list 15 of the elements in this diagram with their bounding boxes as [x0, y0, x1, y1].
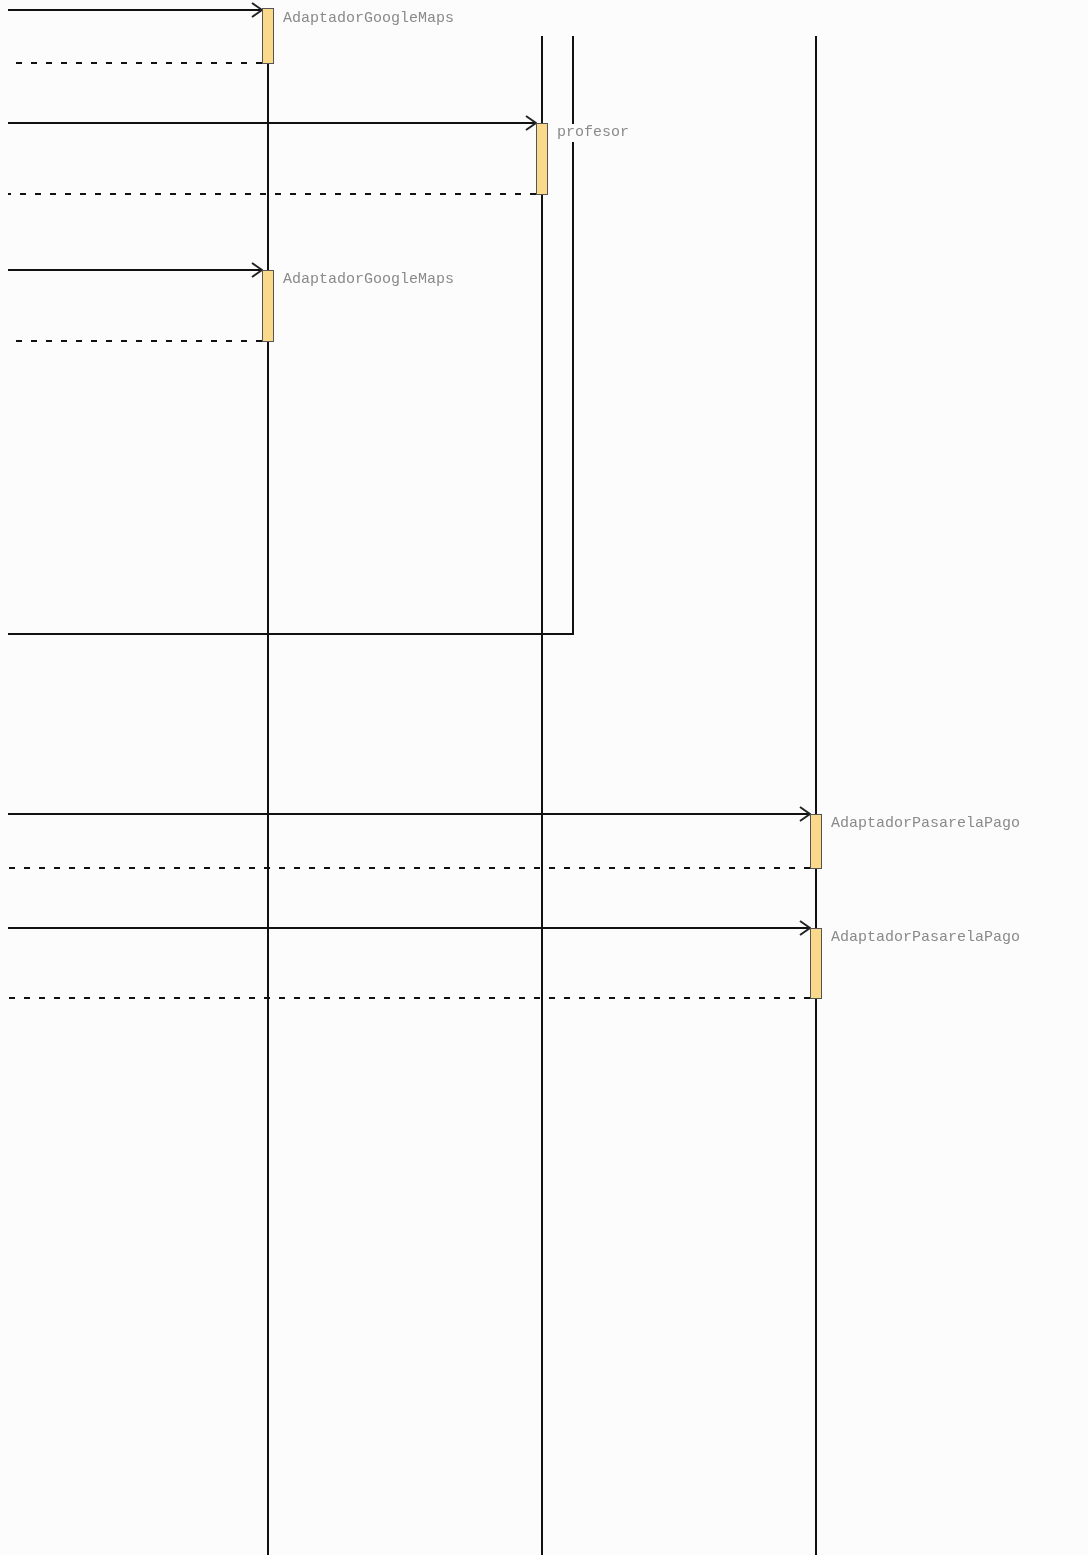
activation-bar: [262, 270, 274, 342]
message-arrow: [7, 806, 811, 822]
activation-bar: [810, 814, 822, 869]
message-arrow: [7, 115, 537, 131]
participant-label: AdaptadorGoogleMaps: [282, 271, 456, 289]
activation-bar: [536, 123, 548, 195]
message-arrow: [7, 920, 811, 936]
message-arrow: [7, 2, 263, 18]
participant-label: AdaptadorPasarelaPago: [830, 815, 1022, 833]
participant-label: profesor: [556, 124, 630, 142]
activation-bar: [262, 8, 274, 64]
participant-label: AdaptadorPasarelaPago: [830, 929, 1022, 947]
activation-bar: [810, 928, 822, 999]
message-arrow: [7, 262, 263, 278]
participant-label: AdaptadorGoogleMaps: [282, 10, 456, 28]
